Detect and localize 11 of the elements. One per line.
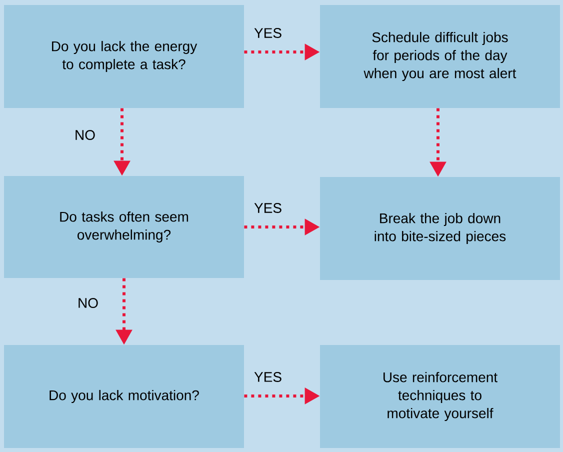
process-box: Schedule difficult jobs for periods of the day when you are most alert	[320, 5, 560, 108]
process-box: Do tasks often seem overwhelming?	[4, 176, 244, 278]
process-box: Do you lack motivation?	[4, 345, 244, 448]
edge-label: YES	[253, 27, 283, 39]
edge-label: NO	[74, 129, 96, 141]
edge-label: YES	[253, 202, 283, 214]
edge-label: NO	[76, 297, 100, 309]
process-box: Use reinforcement techniques to motivate yourself	[320, 345, 560, 448]
process-box: Do you lack the energy to complete a task?	[4, 5, 244, 108]
process-box: Break the job down into bite-sized pieces	[320, 177, 560, 280]
edge-label: YES	[253, 371, 283, 383]
